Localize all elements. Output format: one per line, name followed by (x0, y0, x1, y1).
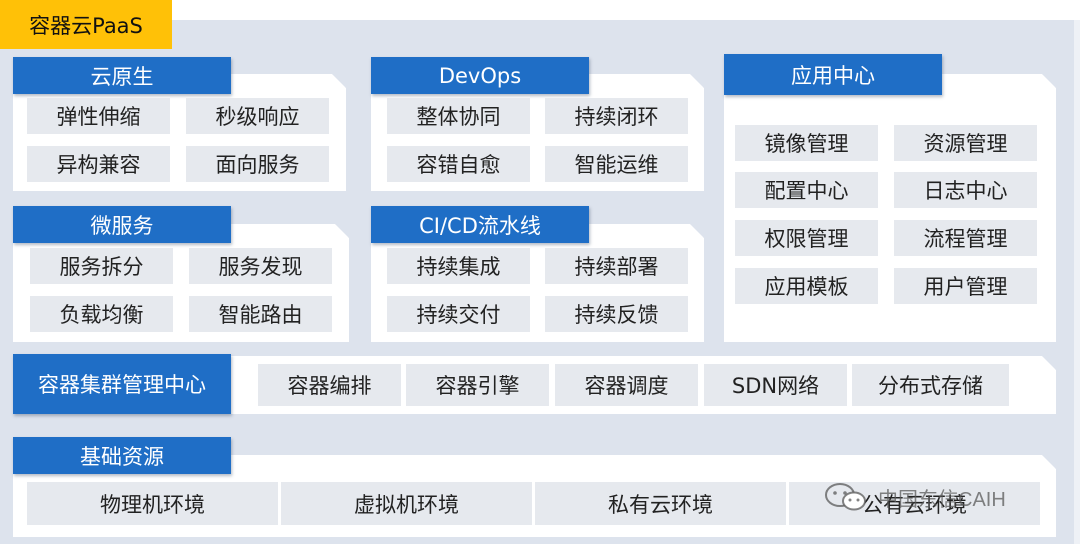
app-center-item-6: 流程管理 (894, 220, 1037, 256)
devops-item-1: 整体协同 (387, 98, 530, 134)
cicd-item-4: 持续反馈 (545, 296, 688, 332)
cicd-title: CI/CD流水线 (371, 206, 589, 243)
microservice-item-2: 服务发现 (189, 248, 332, 284)
cloud-native-item-2: 秒级响应 (186, 98, 329, 134)
app-center-item-3: 配置中心 (735, 172, 878, 208)
devops-title: DevOps (371, 57, 589, 94)
cluster-item-5: 分布式存储 (852, 364, 1009, 406)
cluster-title: 容器集群管理中心 (13, 354, 231, 414)
background-edge (1074, 20, 1080, 544)
infra-title: 基础资源 (13, 437, 231, 474)
cicd-item-3: 持续交付 (387, 296, 530, 332)
cloud-native-item-1: 弹性伸缩 (27, 98, 170, 134)
cicd-item-2: 持续部署 (545, 248, 688, 284)
app-center-item-8: 用户管理 (894, 268, 1037, 304)
infra-item-3: 私有云环境 (535, 482, 786, 525)
cluster-item-1: 容器编排 (258, 364, 401, 406)
microservice-item-3: 负载均衡 (30, 296, 173, 332)
cicd-item-1: 持续集成 (387, 248, 530, 284)
app-center-title: 应用中心 (724, 54, 942, 95)
cluster-item-2: 容器引擎 (406, 364, 549, 406)
cluster-item-4: SDN网络 (704, 364, 847, 406)
infra-item-2: 虚拟机环境 (281, 482, 532, 525)
watermark: 中国东信CAIH (822, 480, 1006, 514)
microservice-item-1: 服务拆分 (30, 248, 173, 284)
infra-item-1: 物理机环境 (27, 482, 278, 525)
app-center-item-5: 权限管理 (735, 220, 878, 256)
app-center-item-1: 镜像管理 (735, 125, 878, 161)
app-center-item-4: 日志中心 (894, 172, 1037, 208)
cloud-native-title: 云原生 (13, 57, 231, 94)
cloud-native-item-4: 面向服务 (186, 146, 329, 182)
cluster-item-3: 容器调度 (555, 364, 698, 406)
watermark-text: 中国东信CAIH (878, 488, 1006, 511)
devops-item-4: 智能运维 (545, 146, 688, 182)
devops-item-2: 持续闭环 (545, 98, 688, 134)
wechat-icon (825, 483, 866, 511)
microservice-title: 微服务 (13, 206, 231, 243)
app-center-item-7: 应用模板 (735, 268, 878, 304)
devops-item-3: 容错自愈 (387, 146, 530, 182)
microservice-item-4: 智能路由 (189, 296, 332, 332)
cloud-native-item-3: 异构兼容 (27, 146, 170, 182)
diagram-title: 容器云PaaS (0, 0, 172, 49)
app-center-item-2: 资源管理 (894, 125, 1037, 161)
